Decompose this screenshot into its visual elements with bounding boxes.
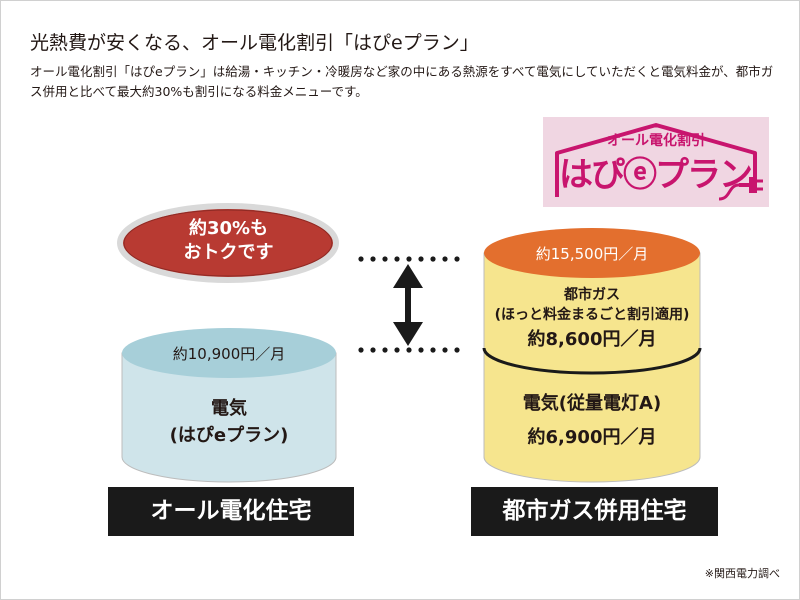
hapie-plan-logo: オール電化割引 はぴⓔプラン xyxy=(543,117,769,207)
all-electric-body-line1: 電気 xyxy=(211,398,247,419)
gas-price: 約8,600円／月 xyxy=(527,329,657,350)
gas-combined-price: 約15,500円／月 xyxy=(535,245,649,263)
gas-combined-label: 都市ガス併用住宅 xyxy=(471,487,718,536)
logo-top-text: オール電化割引 xyxy=(607,133,705,149)
gas-line1: 都市ガス xyxy=(564,287,620,303)
all-electric-body-line2: (はぴeプラン) xyxy=(169,425,289,446)
gas-combined-cylinder xyxy=(482,228,702,483)
electric-line1: 電気(従量電灯A) xyxy=(522,393,662,414)
page-title: 光熱費が安くなる、オール電化割引「はぴeプラン」 xyxy=(30,32,479,54)
gas-line2: (ほっと料金まるごと割引適用) xyxy=(494,307,690,323)
double-arrow-icon xyxy=(393,264,423,346)
savings-badge-line1: 約30%も xyxy=(188,218,269,239)
dotted-guide-lines xyxy=(358,256,460,353)
all-electric-body: 電気 (はぴeプラン) xyxy=(122,395,336,449)
electric-price: 約6,900円／月 xyxy=(527,427,657,448)
all-electric-cylinder xyxy=(121,328,337,483)
logo-main-text: はぴⓔプラン xyxy=(559,155,753,195)
all-electric-price: 約10,900円／月 xyxy=(172,345,286,363)
electric-section: 電気(従量電灯A) 約6,900円／月 xyxy=(484,387,700,455)
logo-house-outline xyxy=(555,123,763,201)
lead-paragraph: オール電化割引「はぴeプラン」は給湯・キッチン・冷暖房など家の中にある熱源をすべ… xyxy=(30,64,774,99)
footnote: ※関西電力調べ xyxy=(704,567,780,580)
savings-badge-ellipse xyxy=(117,203,339,283)
savings-badge-text: 約30%も おトクです xyxy=(120,217,337,265)
all-electric-label: オール電化住宅 xyxy=(108,487,354,536)
gas-section: 都市ガス (ほっと料金まるごと割引適用) 約8,600円／月 xyxy=(484,285,700,355)
savings-badge-line2: おトクです xyxy=(183,242,274,263)
